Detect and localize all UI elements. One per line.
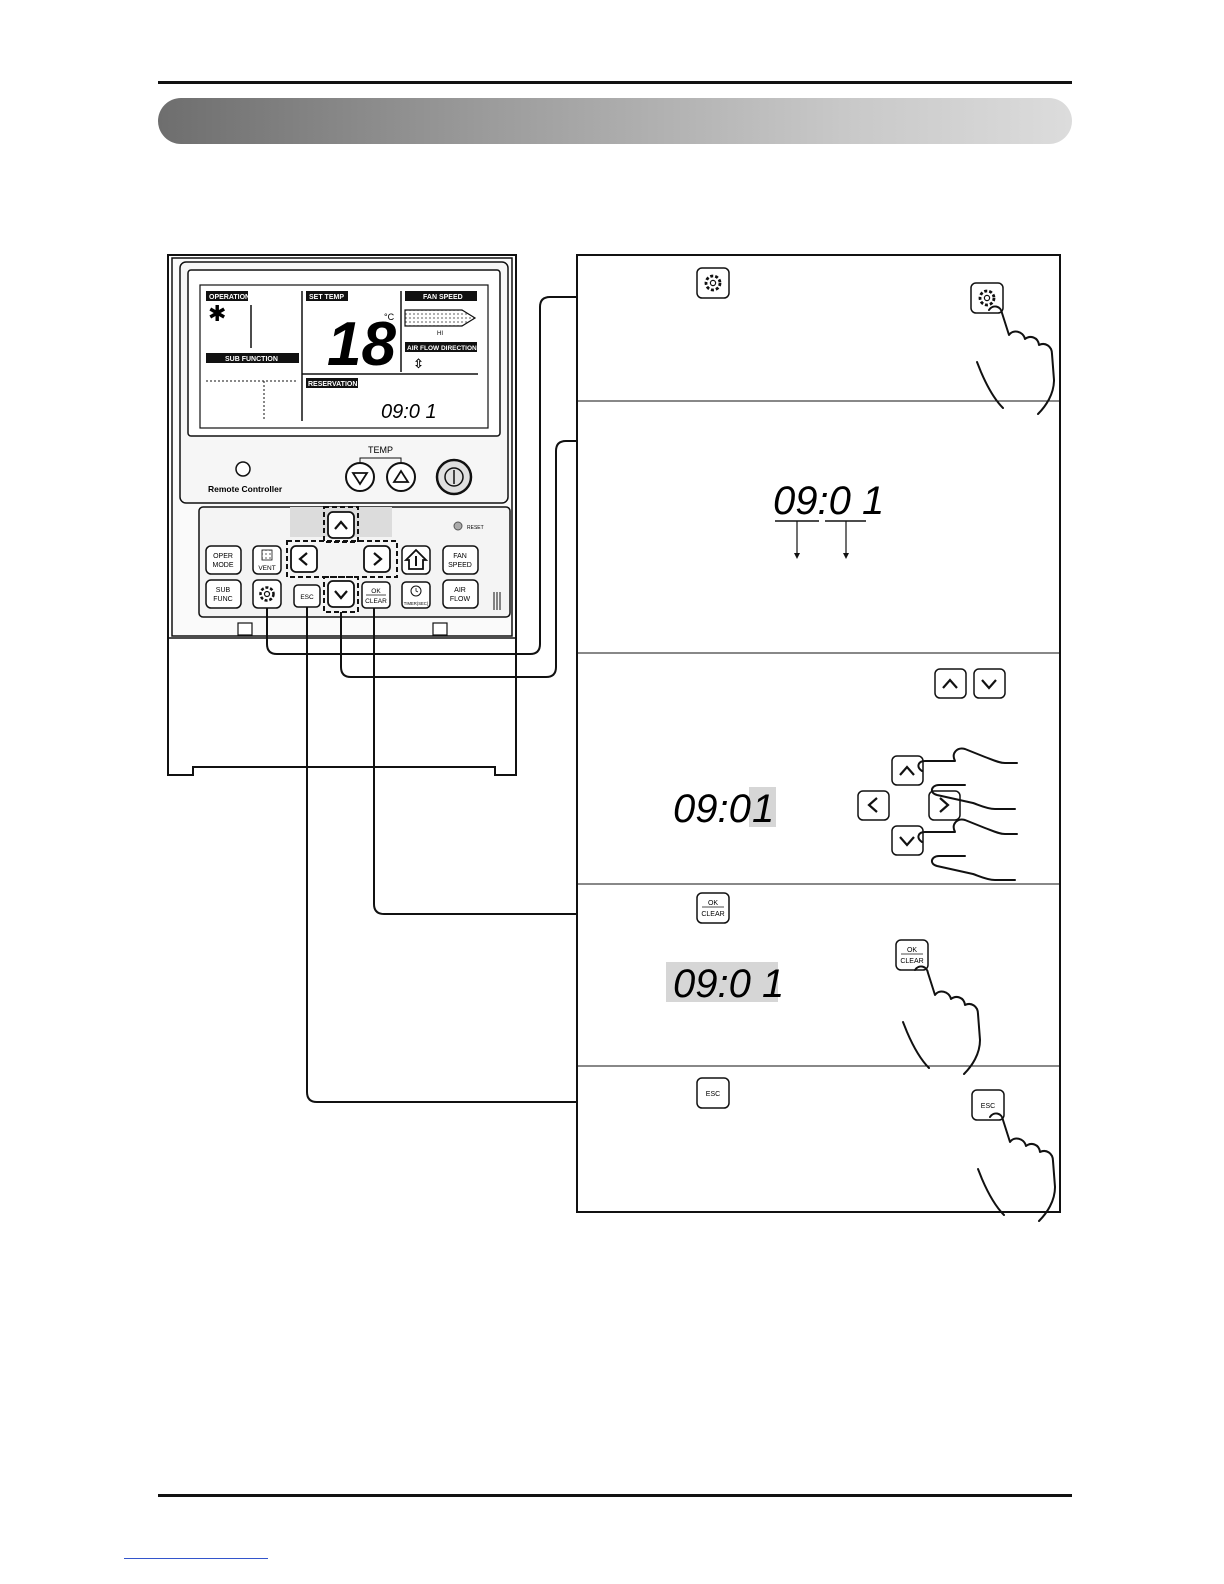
svg-text:SUB: SUB <box>216 587 231 594</box>
left-button[interactable] <box>291 546 317 572</box>
temp-label: TEMP <box>368 445 393 455</box>
home-temp-button[interactable] <box>402 546 430 574</box>
lcd-fan-speed-label: FAN SPEED <box>423 294 463 301</box>
lcd-sub-function-label: SUB FUNCTION <box>225 356 278 363</box>
svg-text:CLEAR: CLEAR <box>365 598 387 605</box>
svg-text:ESC: ESC <box>981 1103 995 1110</box>
step2-time-display: 09:0 1 <box>773 479 884 523</box>
step3-right-key <box>929 791 960 820</box>
lcd-operation-label: OPERATION <box>209 294 250 301</box>
svg-text:CLEAR: CLEAR <box>701 911 724 918</box>
remote-controller: OPERATION ✱ SUB FUNCTION SET TEMP 18 °C … <box>168 255 516 775</box>
lcd-set-temp-label: SET TEMP <box>309 294 344 301</box>
lcd-temp-unit: °C <box>384 312 395 322</box>
temp-up-button[interactable] <box>387 463 415 491</box>
step3-up-press <box>892 756 923 785</box>
right-button[interactable] <box>364 546 390 572</box>
remote-controller-label: Remote Controller <box>208 484 283 494</box>
temp-down-button[interactable] <box>346 463 374 491</box>
svg-text:CLEAR: CLEAR <box>900 958 923 965</box>
vent-button[interactable]: VENT <box>253 546 281 574</box>
steps-panel <box>577 255 1060 1212</box>
sensor-icon <box>236 462 250 476</box>
lcd-fan-speed-level: HI <box>437 331 443 337</box>
sub-func-button[interactable]: SUB FUNC <box>206 580 241 608</box>
oper-mode-button[interactable]: OPER MODE <box>206 546 241 574</box>
vent-icon <box>262 550 272 560</box>
lcd-reservation-label: RESERVATION <box>308 381 357 388</box>
air-flow-arrow-icon: ⇳ <box>413 356 424 371</box>
footer-link-underline <box>124 1558 268 1559</box>
svg-text:OK: OK <box>371 588 381 595</box>
esc-button[interactable]: ESC <box>294 585 320 607</box>
lcd-time-display: 09:0 1 <box>381 401 437 423</box>
timer-button[interactable]: TIMER(SEC) <box>402 582 430 608</box>
footer-rule <box>158 1494 1072 1497</box>
ok-clear-button[interactable]: OK CLEAR <box>362 582 390 608</box>
lcd-air-flow-label: AIR FLOW DIRECTION <box>407 345 477 352</box>
svg-text:ESC: ESC <box>300 594 314 601</box>
air-flow-button[interactable]: AIR FLOW <box>443 580 478 608</box>
fan-speed-indicator <box>405 310 475 326</box>
svg-text:FUNC: FUNC <box>213 596 232 603</box>
step3-minute-display: 1 <box>752 787 774 831</box>
step3-hour-display: 09:0 <box>673 787 751 831</box>
step1-settings-key <box>697 268 729 298</box>
step5-esc-key: ESC <box>697 1078 729 1108</box>
up-button[interactable] <box>328 512 354 538</box>
step3-down-press <box>892 826 923 855</box>
svg-text:FAN: FAN <box>453 553 467 560</box>
step3-down-key <box>974 669 1005 698</box>
reset-label: RESET <box>467 525 484 531</box>
step3-up-key <box>935 669 966 698</box>
svg-text:MODE: MODE <box>213 562 234 569</box>
power-button[interactable] <box>437 460 471 494</box>
svg-text:OK: OK <box>708 900 718 907</box>
fan-speed-button[interactable]: FAN SPEED <box>443 546 478 574</box>
step4-time-display: 09:0 1 <box>673 962 784 1006</box>
step4-ok-clear-key: OK CLEAR <box>697 893 729 923</box>
reset-button[interactable] <box>454 522 462 530</box>
settings-button[interactable] <box>253 580 281 608</box>
svg-text:VENT: VENT <box>258 565 275 572</box>
svg-text:AIR: AIR <box>454 587 466 594</box>
down-button[interactable] <box>328 581 354 607</box>
svg-text:SPEED: SPEED <box>448 562 472 569</box>
cool-mode-icon: ✱ <box>208 301 226 326</box>
svg-text:TIMER(SEC): TIMER(SEC) <box>404 601 429 606</box>
svg-text:OK: OK <box>907 947 917 954</box>
svg-text:FLOW: FLOW <box>450 596 471 603</box>
svg-text:ESC: ESC <box>706 1091 720 1098</box>
svg-text:OPER: OPER <box>213 553 233 560</box>
step3-left-key <box>858 791 889 820</box>
